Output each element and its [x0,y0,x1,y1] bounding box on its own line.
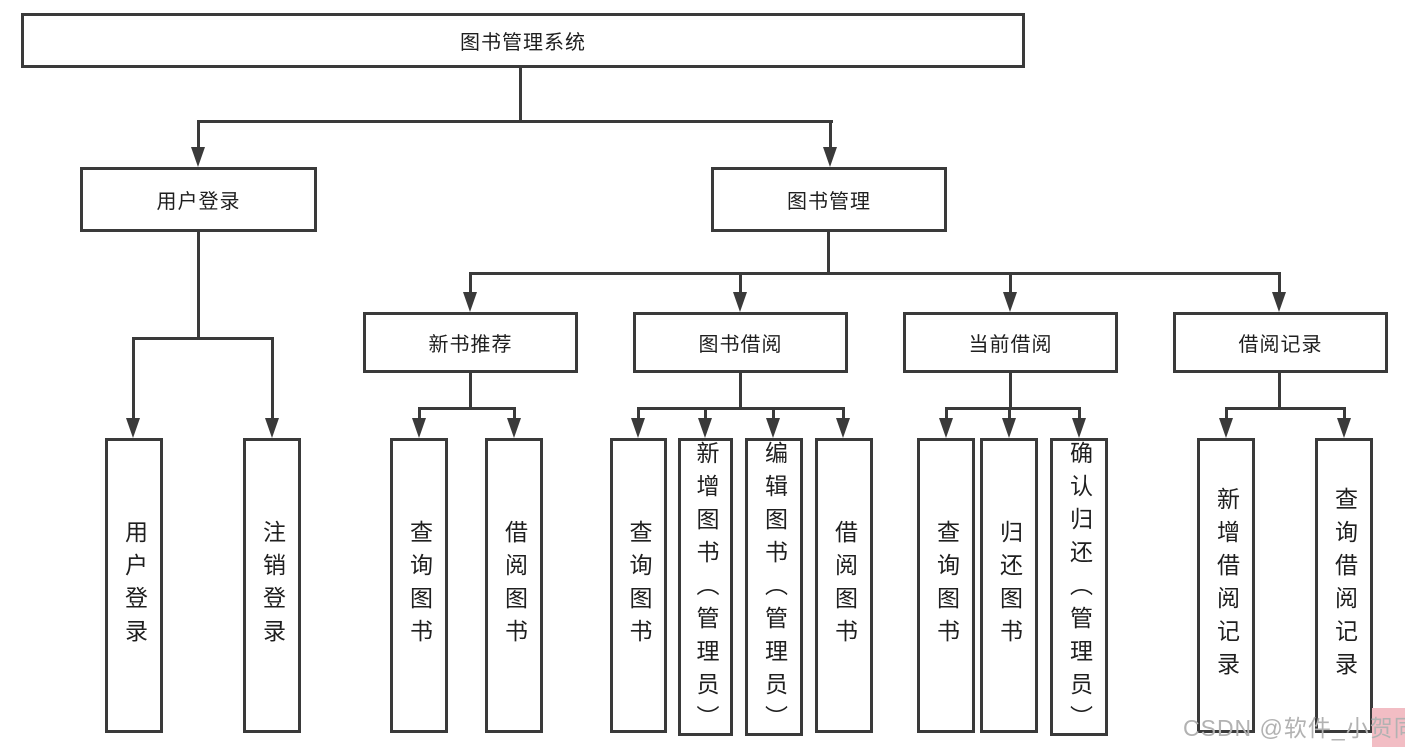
arrow-down-icon [412,418,426,438]
watermark-highlight [1372,708,1405,747]
connector-line [945,407,1081,410]
node-user-login-leaf: 用户登录 [105,438,163,733]
connector-line [704,407,707,420]
node-current-borrowing: 当前借阅 [903,312,1118,373]
connector-line [197,120,833,123]
node-borrow-books-leaf: 借阅图书 [815,438,873,733]
node-confirm-return-admin: 确认归还（管理员） [1050,438,1108,738]
arrow-down-icon [836,418,850,438]
connector-line [469,272,472,294]
connector-line [197,120,200,149]
connector-line [1078,407,1081,420]
connector-line [1278,272,1281,294]
connector-line [637,407,845,410]
arrow-down-icon [463,292,477,312]
connector-line [197,232,200,339]
arrow-down-icon [507,418,521,438]
connector-line [637,407,640,420]
arrow-down-icon [1003,292,1017,312]
arrow-down-icon [698,418,712,438]
connector-line [945,407,948,420]
node-add-book-admin: 新增图书（管理员） [678,438,733,738]
connector-line [829,120,832,149]
node-query-books-borrowing: 查询图书 [610,438,667,733]
arrow-down-icon [265,418,279,438]
connector-line [469,373,472,409]
connector-line [772,407,775,420]
arrow-down-icon [1002,418,1016,438]
connector-line [519,68,522,120]
node-query-books-recommend: 查询图书 [390,438,448,733]
connector-line [739,373,742,409]
connector-line [739,272,742,294]
node-book-management: 图书管理 [711,167,947,232]
node-return-books: 归还图书 [980,438,1038,733]
node-logout: 注销登录 [243,438,301,733]
connector-line [1009,373,1012,409]
arrow-down-icon [126,418,140,438]
node-new-book-recommendation: 新书推荐 [363,312,578,373]
node-borrowing-records: 借阅记录 [1173,312,1388,373]
connector-line [132,337,274,340]
node-book-borrowing: 图书借阅 [633,312,848,373]
connector-line [1343,407,1346,420]
arrow-down-icon [733,292,747,312]
arrow-down-icon [1219,418,1233,438]
connector-line [1278,373,1281,409]
node-borrow-books-recommend: 借阅图书 [485,438,543,733]
watermark: CSDN @软件_小贺同学 [1183,715,1405,741]
arrow-down-icon [631,418,645,438]
arrow-down-icon [1272,292,1286,312]
node-user-login: 用户登录 [80,167,317,232]
connector-line [1225,407,1228,420]
connector-line [418,407,421,420]
connector-line [418,407,516,410]
node-edit-book-admin: 编辑图书（管理员） [745,438,803,738]
connector-line [827,232,830,274]
arrow-down-icon [823,147,837,167]
connector-line [1225,407,1346,410]
connector-line [842,407,845,420]
node-query-borrow-record: 查询借阅记录 [1315,438,1373,733]
connector-line [1008,407,1011,420]
connector-line [469,272,1281,275]
connector-line [1009,272,1012,294]
connector-line [132,337,135,420]
arrow-down-icon [1337,418,1351,438]
node-query-books-current: 查询图书 [917,438,975,733]
arrow-down-icon [191,147,205,167]
node-add-borrow-record: 新增借阅记录 [1197,438,1255,733]
connector-line [271,337,274,420]
node-library-management-system: 图书管理系统 [21,13,1025,68]
connector-line [513,407,516,420]
arrow-down-icon [766,418,780,438]
arrow-down-icon [939,418,953,438]
arrow-down-icon [1072,418,1086,438]
